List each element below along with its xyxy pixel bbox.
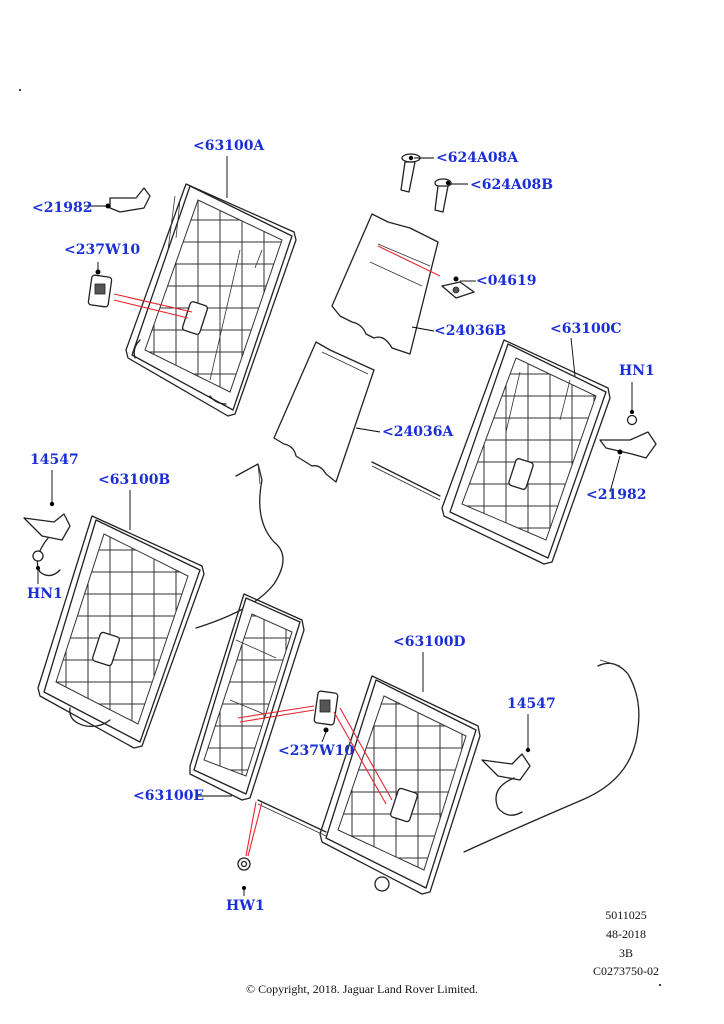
seat-frame-63100E xyxy=(189,593,305,801)
callout-21982-right[interactable]: <21982 xyxy=(586,487,647,503)
callout-63100A[interactable]: <63100A xyxy=(193,138,265,154)
callout-14547-left[interactable]: 14547 xyxy=(30,452,79,468)
latch-237W10-top xyxy=(87,269,113,308)
seat-frame-63100A xyxy=(125,183,297,417)
actuator-14547-left xyxy=(23,501,71,577)
callout-21982-top[interactable]: <21982 xyxy=(32,200,93,216)
callout-624A08A[interactable]: <624A08A xyxy=(436,150,519,166)
panel-24036A xyxy=(273,341,375,483)
info-line-3: 3B xyxy=(618,946,633,960)
actuator-14547-right xyxy=(481,747,531,816)
seat-frame-63100B xyxy=(37,515,205,749)
nut-HN1-left xyxy=(32,550,44,570)
callout-HN1-left[interactable]: HN1 xyxy=(27,586,63,602)
panel-24036B xyxy=(331,213,441,355)
highlight-leader-lines xyxy=(113,293,393,857)
callout-237W10-bottom[interactable]: <237W10 xyxy=(278,743,355,759)
release-cable-lower xyxy=(463,659,640,853)
leader-lines xyxy=(37,156,633,896)
headrest-guide-624A08B xyxy=(434,178,452,213)
nut-HN1-right xyxy=(626,410,638,426)
callout-HN1-right[interactable]: HN1 xyxy=(619,363,655,379)
washer-HW1 xyxy=(237,857,251,890)
callout-63100B[interactable]: <63100B xyxy=(98,472,171,488)
corner-marks xyxy=(19,89,661,986)
seat-frame-63100C xyxy=(371,339,611,565)
callout-63100C[interactable]: <63100C xyxy=(550,321,622,337)
callout-624A08B[interactable]: <624A08B xyxy=(470,177,554,193)
callout-24036A[interactable]: <24036A xyxy=(382,424,454,440)
clip-04619 xyxy=(441,276,475,299)
callout-14547-right[interactable]: 14547 xyxy=(507,696,556,712)
info-line-2: 48-2018 xyxy=(606,927,646,941)
info-line-4: C0273750-02 xyxy=(593,964,659,978)
callout-63100E[interactable]: <63100E xyxy=(133,788,205,804)
callout-63100D[interactable]: <63100D xyxy=(393,634,466,650)
info-line-1: 5011025 xyxy=(605,908,647,922)
copyright-notice: © Copyright, 2018. Jaguar Land Rover Lim… xyxy=(245,982,479,996)
seat-frame-63100D xyxy=(257,675,481,895)
callout-HW1[interactable]: HW1 xyxy=(226,898,265,914)
release-cable-upper xyxy=(195,463,284,629)
latch-237W10-bottom xyxy=(313,690,339,733)
callout-237W10-top[interactable]: <237W10 xyxy=(64,242,141,258)
bracket-21982-right xyxy=(599,431,657,459)
bracket-21982-top xyxy=(105,187,151,213)
callout-24036B[interactable]: <24036B xyxy=(434,323,507,339)
callout-04619[interactable]: <04619 xyxy=(476,273,537,289)
headrest-guide-624A08A xyxy=(400,153,421,193)
